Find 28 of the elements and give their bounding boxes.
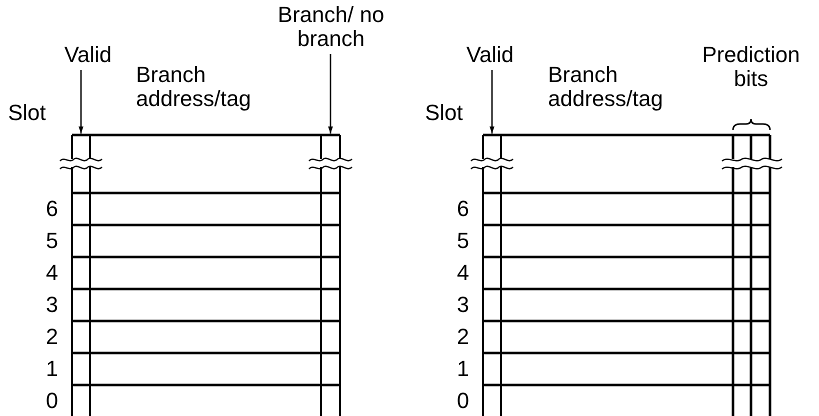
table-column [70, 135, 92, 416]
field-label: Slot [425, 101, 464, 126]
arrow [78, 70, 84, 134]
slot-number: 6 [44, 197, 60, 222]
table-column [482, 135, 502, 416]
slot-number: 1 [456, 357, 470, 382]
slot-number: 2 [44, 325, 60, 350]
column-label: Valid [58, 43, 118, 68]
slot-number: 1 [44, 357, 60, 382]
slot-number: 5 [456, 229, 470, 254]
field-label: Branch address/tag [548, 63, 664, 112]
slot-number: 4 [456, 261, 470, 286]
arrow [328, 54, 333, 134]
slot-number: 3 [44, 293, 60, 318]
field-label: Branch address/tag [136, 63, 252, 112]
slot-number: 6 [456, 197, 470, 222]
slot-number: 0 [44, 389, 60, 414]
slot-number: 5 [44, 229, 60, 254]
column-label: Branch/ no branch [272, 3, 390, 52]
slot-number: 0 [456, 389, 470, 414]
column-label: Valid [460, 43, 520, 68]
slot-number: 3 [456, 293, 470, 318]
arrow [490, 70, 494, 134]
field-label: Prediction bits [701, 43, 801, 92]
slot-number: 2 [456, 325, 470, 350]
table-column [320, 135, 342, 416]
field-label: Slot [8, 101, 47, 126]
slot-number: 4 [44, 261, 60, 286]
